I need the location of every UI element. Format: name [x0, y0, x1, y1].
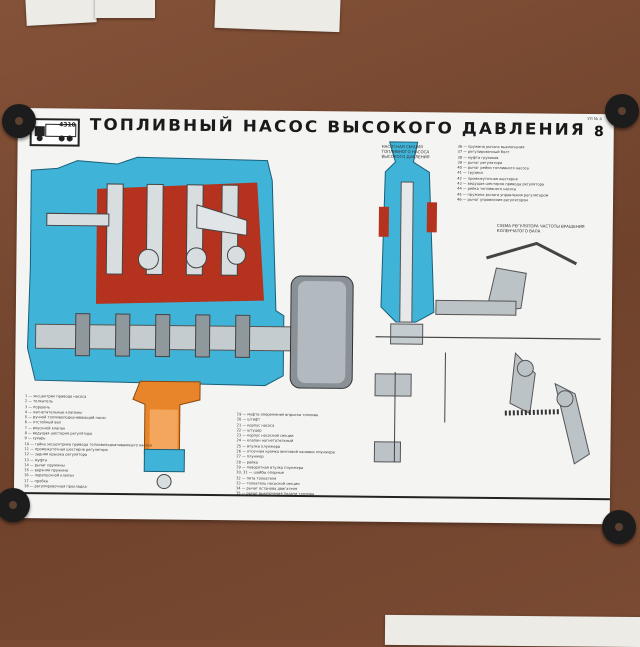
washer-weight — [602, 510, 636, 544]
pump-cutaway-diagram — [26, 141, 601, 490]
legend-middle: 19 — муфта опережения впрыска топлива 20… — [236, 412, 335, 498]
paper-sheet — [384, 614, 640, 647]
legend-right: 36 — пружина рычага выключения 37 — регу… — [457, 145, 549, 204]
truck-logo: 4310 — [29, 118, 80, 147]
paper-sheet — [25, 0, 97, 26]
washer-weight — [0, 488, 30, 522]
legend-item: 46 — рычаг управления регулятором — [457, 197, 529, 203]
washer-weight — [605, 94, 639, 128]
paper-sheet — [214, 0, 341, 33]
regulator-caption: Схема регулятора частоты вращения коленч… — [496, 223, 585, 234]
paper-sheet — [95, 0, 155, 18]
washer-weight — [2, 104, 36, 138]
legend-left: 1 — эксцентрик привода насоса 2 — толкат… — [24, 394, 152, 491]
poster: 4310 ТОПЛИВНЫЙ НАСОС ВЫСОКОГО ДАВЛЕНИЯ У… — [13, 108, 614, 525]
truck-icon — [34, 123, 77, 142]
section-caption: Насосная секция топливного насоса высоко… — [381, 143, 430, 160]
